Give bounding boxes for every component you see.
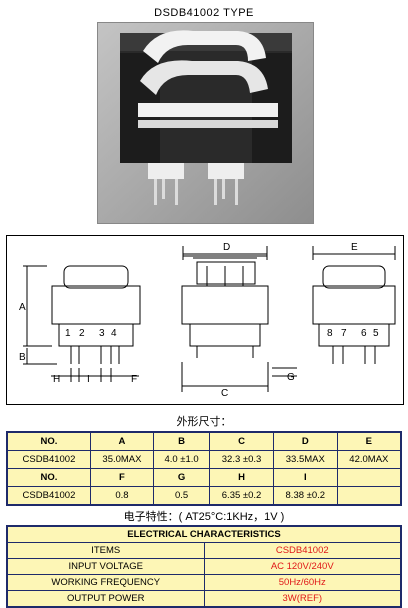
- ec-label-items: ITEMS: [6, 542, 205, 559]
- dim-label-c: C: [221, 388, 228, 399]
- transformer-photo: [97, 22, 314, 224]
- side-view: [181, 246, 297, 392]
- dims-head-no: NO.: [6, 431, 91, 451]
- pin-4: 4: [111, 328, 117, 339]
- ec-title: ELECTRICAL CHARACTERISTICS: [6, 525, 402, 543]
- dims-head-i: I: [272, 468, 338, 487]
- dims-head-h: H: [209, 468, 274, 487]
- ec-value-output-power: 3W(REF): [203, 590, 402, 608]
- dims-head-g: G: [152, 468, 211, 487]
- dim-label-e: E: [351, 242, 358, 253]
- dims-head-e: E: [336, 431, 402, 451]
- dim-label-a: A: [19, 302, 26, 313]
- dims-empty-cell-2: [336, 486, 402, 506]
- dims-val-f: 0.8: [89, 486, 154, 506]
- pin-5: 5: [373, 328, 379, 339]
- dims-head-no-2: NO.: [6, 468, 91, 487]
- ec-label-output-power: OUTPUT POWER: [6, 590, 205, 608]
- electrical-table: ELECTRICAL CHARACTERISTICS ITEMS CSDB410…: [6, 525, 402, 608]
- ec-caption: 电子特性：( AT25°C:1KHz，1V ): [123, 511, 285, 523]
- dims-val-b: 4.0 ±1.0: [152, 450, 211, 469]
- ec-value-items: CSDB41002: [203, 542, 402, 559]
- ec-value-input-voltage: AC 120V/240V: [203, 558, 402, 575]
- dims-head-b: B: [152, 431, 211, 451]
- dims-val-no-2: CSDB41002: [6, 486, 91, 506]
- dimensions-table: NO. A B C D E CSDB41002 35.0MAX 4.0 ±1.0…: [6, 431, 402, 506]
- dim-label-i: I: [87, 374, 90, 385]
- pin-3: 3: [99, 328, 105, 339]
- dim-label-b: B: [19, 352, 26, 363]
- dims-val-a: 35.0MAX: [89, 450, 154, 469]
- front-view: [23, 265, 141, 382]
- dims-caption: 外形尺寸：: [176, 416, 232, 428]
- dims-val-d: 33.5MAX: [272, 450, 338, 469]
- pin-7: 7: [341, 328, 347, 339]
- pin-6: 6: [361, 328, 367, 339]
- dims-val-g: 0.5: [152, 486, 211, 506]
- dims-head-a: A: [89, 431, 154, 451]
- dims-head-c: C: [209, 431, 274, 451]
- ec-label-input-voltage: INPUT VOLTAGE: [6, 558, 205, 575]
- dims-head-d: D: [272, 431, 338, 451]
- dim-label-h: H: [53, 374, 60, 385]
- dims-val-e: 42.0MAX: [336, 450, 402, 469]
- dimension-drawing: A B H I F D C G E 1 2 3 4 8 7 6 5: [6, 235, 404, 405]
- dims-val-h: 6.35 ±0.2: [209, 486, 274, 506]
- dims-val-c: 32.3 ±0.3: [209, 450, 274, 469]
- dim-label-g: G: [287, 372, 295, 383]
- dim-label-d: D: [223, 242, 230, 253]
- dims-val-i: 8.38 ±0.2: [272, 486, 338, 506]
- pin-2: 2: [79, 328, 85, 339]
- pin-1: 1: [65, 328, 71, 339]
- pin-8: 8: [327, 328, 333, 339]
- product-title: DSDB41002 TYPE: [154, 7, 254, 19]
- dims-head-f: F: [89, 468, 154, 487]
- dims-val-no: CSDB41002: [6, 450, 91, 469]
- dims-empty-cell: [336, 468, 402, 487]
- dim-label-f: F: [131, 374, 137, 385]
- ec-label-frequency: WORKING FREQUENCY: [6, 574, 205, 591]
- ec-value-frequency: 50Hz/60Hz: [203, 574, 402, 591]
- end-view: [312, 246, 396, 364]
